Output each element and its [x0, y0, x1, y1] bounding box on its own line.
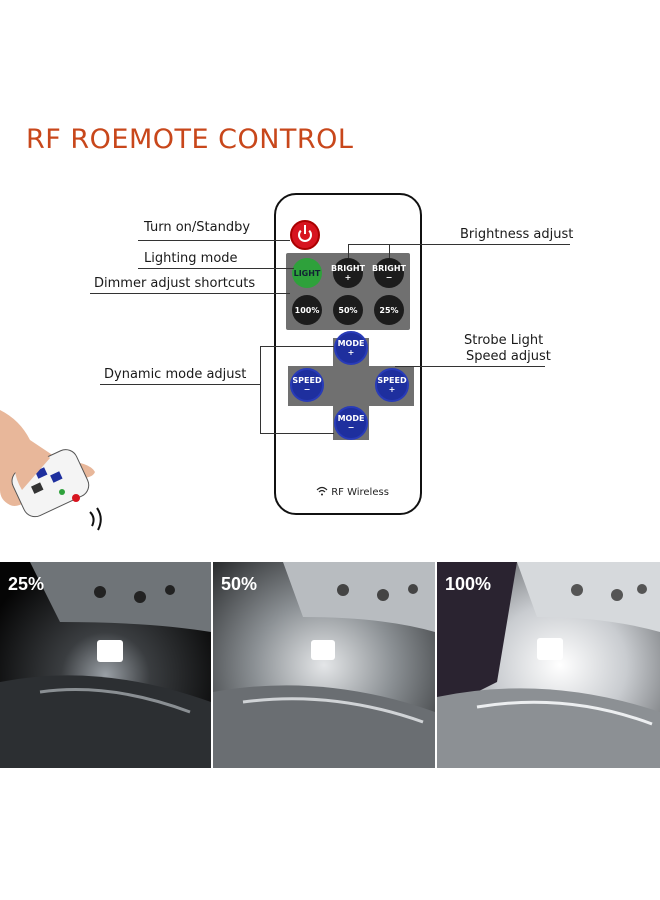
light-button-label: LIGHT	[293, 268, 321, 278]
leader-brightness	[348, 244, 570, 245]
leader-brightness-tick1	[348, 244, 349, 258]
label-turn-on: Turn on/Standby	[144, 220, 251, 235]
mode-plus-button[interactable]: MODE +	[334, 331, 368, 365]
mode-plus-label: MODE	[337, 339, 365, 348]
photo-50-label: 50%	[221, 574, 258, 594]
mode-plus-sign: +	[347, 348, 355, 357]
leader-turn-on	[138, 240, 290, 241]
leader-lighting-mode	[138, 268, 294, 269]
leader-strobe	[395, 366, 545, 367]
light-button[interactable]: LIGHT	[292, 258, 322, 288]
leader-dynamic-top	[260, 346, 334, 347]
rf-wireless-brand: RF Wireless	[316, 486, 389, 498]
label-strobe-2: Speed adjust	[466, 349, 551, 364]
label-brightness: Brightness adjust	[460, 227, 574, 242]
percent-25-button[interactable]: 25%	[374, 295, 404, 325]
leader-brightness-tick2	[389, 244, 390, 258]
leader-dynamic-bottom	[260, 433, 334, 434]
percent-50-label: 50%	[338, 305, 358, 315]
label-dimmer: Dimmer adjust shortcuts	[94, 276, 256, 291]
bright-plus-button[interactable]: BRIGHT +	[331, 258, 365, 288]
page-title: RF ROEMOTE CONTROL	[26, 124, 354, 155]
percent-50-button[interactable]: 50%	[333, 295, 363, 325]
label-lighting-mode: Lighting mode	[144, 251, 238, 266]
bright-minus-label: BRIGHT	[372, 264, 406, 273]
photo-100-percent: 100%	[437, 562, 660, 768]
leader-dynamic	[100, 384, 260, 385]
bright-plus-sign: +	[344, 273, 352, 282]
speed-plus-sign: +	[388, 385, 396, 394]
speed-plus-button[interactable]: SPEED +	[375, 368, 409, 402]
photo-100-label: 100%	[445, 574, 492, 594]
bright-minus-sign: −	[385, 273, 393, 282]
mode-minus-sign: −	[347, 423, 355, 432]
percent-100-label: 100%	[294, 305, 320, 315]
label-dynamic: Dynamic mode adjust	[104, 367, 247, 382]
wireless-icon	[316, 486, 328, 496]
photo-25-label: 25%	[8, 574, 45, 594]
brand-label: RF Wireless	[331, 487, 389, 498]
bright-plus-label: BRIGHT	[331, 264, 365, 273]
speed-minus-label: SPEED	[292, 376, 322, 385]
power-icon	[298, 225, 312, 242]
hand-holding-remote-icon	[0, 410, 102, 531]
mode-minus-label: MODE	[337, 414, 365, 423]
photo-25-percent: 25%	[0, 562, 211, 768]
speed-minus-button[interactable]: SPEED −	[290, 368, 324, 402]
power-button[interactable]	[290, 220, 320, 250]
percent-100-button[interactable]: 100%	[292, 295, 322, 325]
percent-25-label: 25%	[379, 305, 399, 315]
leader-dimmer	[90, 293, 290, 294]
photo-50-percent: 50%	[213, 562, 435, 768]
bright-minus-button[interactable]: BRIGHT −	[372, 258, 406, 288]
leader-dynamic-bracket	[260, 346, 261, 434]
mode-minus-button[interactable]: MODE −	[334, 406, 368, 440]
speed-minus-sign: −	[303, 385, 311, 394]
speed-plus-label: SPEED	[377, 376, 407, 385]
label-strobe-1: Strobe Light	[464, 333, 544, 348]
